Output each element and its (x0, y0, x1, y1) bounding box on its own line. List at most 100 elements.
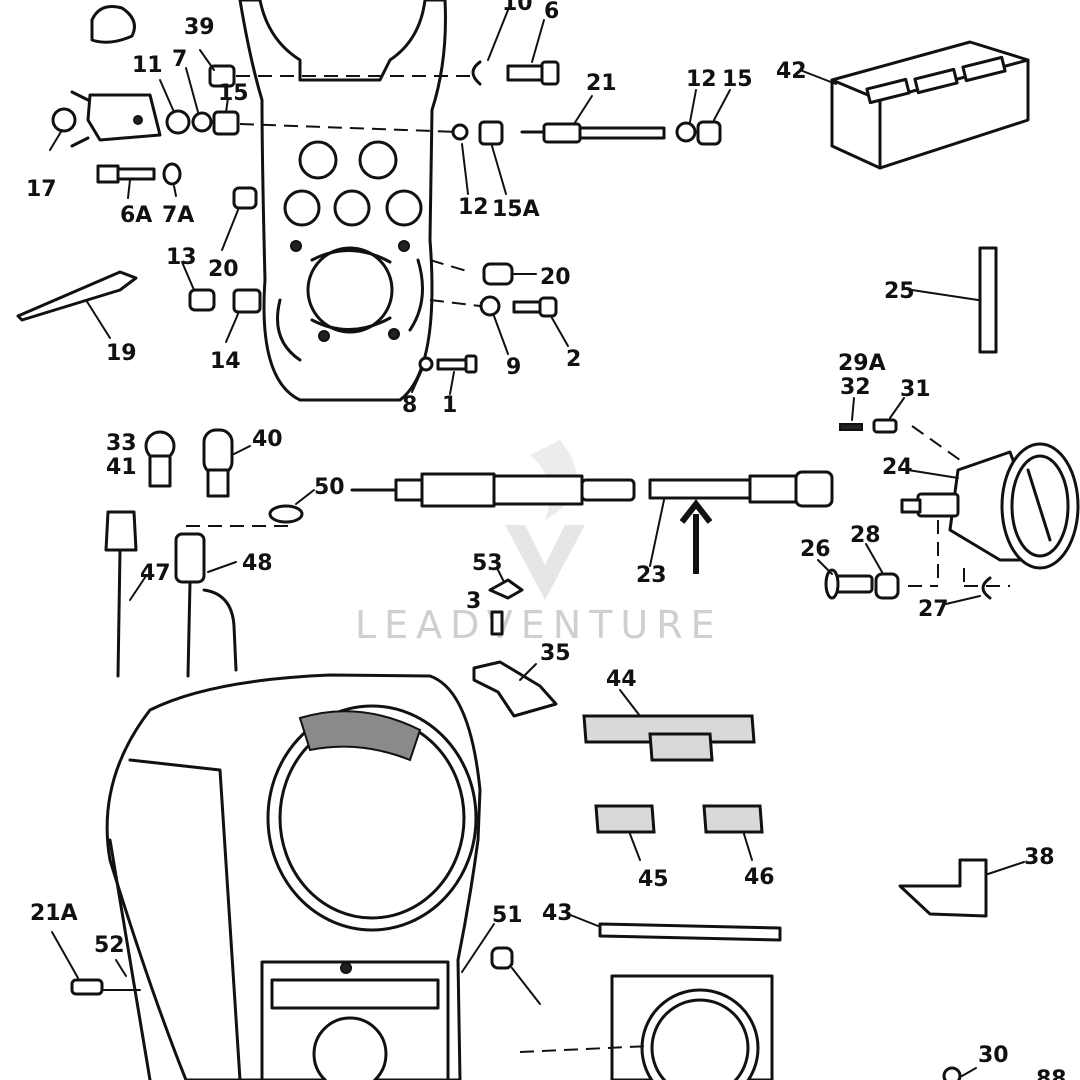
part-15A-nut (478, 120, 507, 195)
part-20-grommet-right (482, 262, 537, 286)
label-11: 11 (132, 53, 163, 78)
label-15-right: 15 (722, 67, 753, 92)
part-48-socket (174, 532, 238, 678)
label-7A: 7A (162, 203, 194, 228)
part-gauge-bracket (238, 0, 447, 402)
label-35: 35 (540, 641, 571, 666)
watermark: LEADVENTURE (355, 440, 715, 647)
part-47-socket (104, 510, 147, 678)
part-44-decal (582, 689, 756, 762)
part-11-starwasher (159, 79, 191, 135)
label-10: 10 (502, 0, 533, 16)
assembly-line (911, 425, 961, 461)
part-23-cable (350, 470, 834, 567)
part-28-bushing (865, 543, 900, 600)
label-24: 24 (882, 455, 913, 480)
part-21-stud (520, 95, 666, 144)
label-8: 8 (402, 393, 417, 418)
label-30: 30 (978, 1043, 1009, 1068)
part-2-screw (512, 296, 569, 347)
label-14: 14 (210, 349, 241, 374)
part-45-decal (594, 804, 656, 861)
part-12-lockwasher (451, 123, 469, 195)
label-38: 38 (1024, 845, 1055, 870)
part-14-nut (225, 288, 262, 343)
label-45: 45 (638, 867, 669, 892)
label-26: 26 (800, 537, 831, 562)
part-7-washer (185, 67, 213, 133)
part-number-labels: 10 6 39 11 7 15 17 6A 7A 21 12 15 12 15A… (26, 0, 1067, 1080)
part-nut-cowl (490, 946, 541, 1005)
part-20-grommet-left (221, 186, 258, 251)
part-9-washer (479, 295, 509, 355)
part-40-bulb (202, 428, 251, 498)
label-12: 12 (686, 67, 717, 92)
label-12-lower: 12 (458, 195, 489, 220)
part-13-nut (181, 261, 216, 312)
part-52-screw (70, 959, 141, 996)
label-31: 31 (900, 377, 931, 402)
part-faceplate (519, 974, 774, 1080)
part-39-bushing (199, 49, 236, 88)
part-6A-bolt (96, 164, 156, 199)
label-52: 52 (94, 933, 125, 958)
arrow-indicator (679, 499, 713, 574)
part-25-strip (911, 246, 998, 354)
part-6-bolt (506, 19, 560, 86)
part-bracket-switch (70, 90, 162, 148)
part-43-strap (567, 913, 782, 942)
label-1: 1 (442, 393, 457, 418)
part-7A-washer (162, 162, 182, 197)
assembly-line (239, 123, 461, 133)
part-24-tachometer (900, 442, 1080, 570)
label-6: 6 (544, 0, 559, 24)
label-50: 50 (314, 475, 345, 500)
label-44: 44 (606, 667, 637, 692)
part-32-screw (839, 397, 863, 431)
part-38-bracket (898, 858, 1025, 918)
label-19: 19 (106, 341, 137, 366)
part-35-bracket (472, 660, 558, 718)
label-88: 88 (1036, 1067, 1067, 1080)
part-15-nut (212, 97, 240, 136)
label-53: 53 (472, 551, 503, 576)
part-1-screw (436, 354, 478, 395)
label-20-right: 20 (540, 265, 571, 290)
label-42: 42 (776, 59, 807, 84)
label-47: 47 (140, 561, 171, 586)
label-9: 9 (506, 355, 521, 380)
part-3-screw (490, 610, 504, 636)
label-21: 21 (586, 71, 617, 96)
label-20: 20 (208, 257, 239, 282)
part-30-nut (942, 1066, 977, 1080)
label-39: 39 (184, 15, 215, 40)
part-53-clip (488, 569, 524, 600)
part-19-cable-tie (16, 270, 138, 339)
part-cap-top (90, 5, 136, 44)
part-12-starwasher-right (675, 89, 697, 143)
part-17-bulb (49, 107, 77, 151)
part-15-nut-right (696, 89, 731, 146)
label-27: 27 (918, 597, 949, 622)
part-42-housing (799, 40, 1030, 170)
label-40: 40 (252, 427, 283, 452)
label-46: 46 (744, 865, 775, 890)
part-8-washer (411, 356, 434, 393)
part-46-decal (702, 804, 764, 861)
label-43: 43 (542, 901, 573, 926)
label-29A: 29A (838, 351, 886, 376)
label-32: 32 (840, 375, 871, 400)
label-48: 48 (242, 551, 273, 576)
label-21A: 21A (30, 901, 78, 926)
part-26-pin (817, 559, 874, 600)
label-28: 28 (850, 523, 881, 548)
assembly-line (429, 299, 481, 307)
label-23: 23 (636, 563, 667, 588)
label-25: 25 (884, 279, 915, 304)
part-27-clip (945, 576, 992, 605)
label-2: 2 (566, 347, 581, 372)
part-51-cowl (105, 673, 495, 1080)
assembly-line (429, 259, 471, 273)
